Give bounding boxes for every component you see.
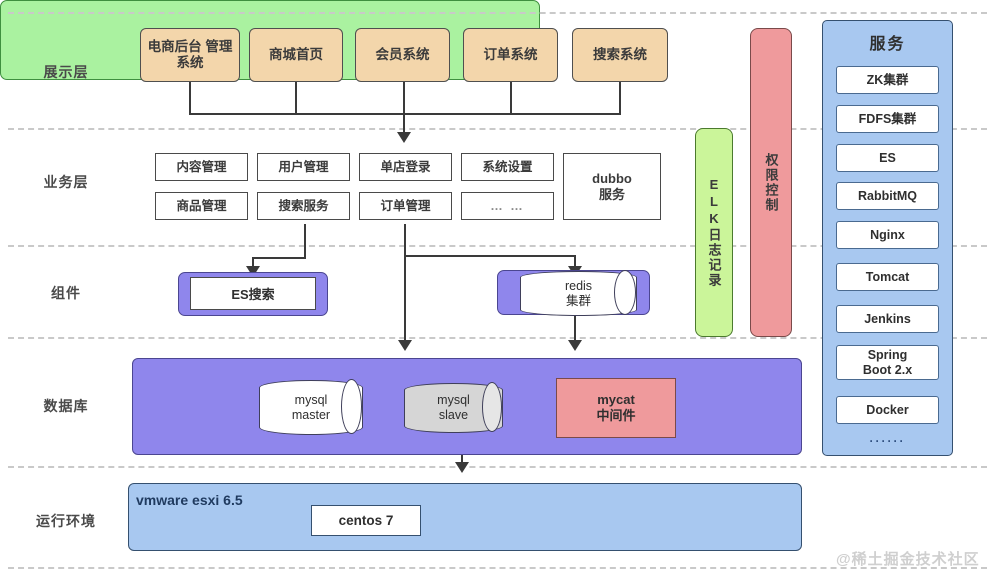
services-panel-title: 服务 xyxy=(869,36,906,53)
connector-line xyxy=(304,224,306,259)
cylinder-cap xyxy=(614,270,636,315)
business-cell-more[interactable]: … … xyxy=(461,192,554,220)
arrow-business-to-database xyxy=(398,340,412,351)
arrow-redis-to-database xyxy=(568,340,582,351)
presentation-box-mall-home[interactable]: 商城首页 xyxy=(249,28,343,82)
mysql-slave-cylinder[interactable]: mysql slave xyxy=(404,382,503,433)
connector-line xyxy=(295,82,297,114)
business-cell-single-store-login[interactable]: 单店登录 xyxy=(359,153,452,181)
presentation-box-ecommerce-admin[interactable]: 电商后台 管理系统 xyxy=(140,28,240,82)
layer-divider xyxy=(8,337,987,339)
arrow-database-to-runtime xyxy=(455,462,469,473)
business-cell-system-settings[interactable]: 系统设置 xyxy=(461,153,554,181)
runtime-host-label: vmware esxi 6.5 xyxy=(136,492,243,508)
mysql-master-cylinder[interactable]: mysql master xyxy=(259,379,363,435)
business-cell-dubbo-service[interactable]: dubbo 服务 xyxy=(563,153,661,220)
auth-control-bar[interactable]: 权限控制 xyxy=(750,28,792,337)
connector-line xyxy=(189,82,191,114)
layer-label-presentation: 展示层 xyxy=(43,64,89,80)
connector-bus xyxy=(189,113,621,115)
connector-line xyxy=(574,315,576,347)
arrow-presentation-to-business xyxy=(397,132,411,143)
business-cell-search-service[interactable]: 搜索服务 xyxy=(257,192,350,220)
layer-divider xyxy=(8,128,987,130)
service-item-zk-cluster[interactable]: ZK集群 xyxy=(836,66,939,94)
service-item-nginx[interactable]: Nginx xyxy=(836,221,939,249)
service-item-fdfs-cluster[interactable]: FDFS集群 xyxy=(836,105,939,133)
runtime-layer-panel xyxy=(128,483,802,551)
connector-line xyxy=(574,255,576,270)
layer-label-business: 业务层 xyxy=(43,174,89,190)
service-item-docker[interactable]: Docker xyxy=(836,396,939,424)
cylinder-cap xyxy=(482,382,502,432)
presentation-box-order-system[interactable]: 订单系统 xyxy=(463,28,558,82)
presentation-box-member-system[interactable]: 会员系统 xyxy=(355,28,450,82)
watermark: @稀土掘金技术社区 xyxy=(836,551,980,568)
business-cell-user-mgmt[interactable]: 用户管理 xyxy=(257,153,350,181)
connector-line xyxy=(252,257,254,270)
layer-label-database: 数据库 xyxy=(43,398,89,414)
elk-logging-label: ELK日志记录 xyxy=(706,177,722,288)
connector-line xyxy=(510,82,512,114)
redis-cluster-cylinder[interactable]: redis 集群 xyxy=(520,270,637,316)
presentation-box-search-system[interactable]: 搜索系统 xyxy=(572,28,668,82)
mycat-middleware-box[interactable]: mycat 中间件 xyxy=(556,378,676,438)
layer-divider xyxy=(8,466,987,468)
service-item-more: ······ xyxy=(869,434,906,448)
connector-line xyxy=(252,257,306,259)
cylinder-cap xyxy=(341,379,362,434)
layer-divider xyxy=(8,245,987,247)
layer-divider xyxy=(8,567,987,569)
layer-divider xyxy=(8,12,987,14)
centos-box[interactable]: centos 7 xyxy=(311,505,421,536)
layer-label-runtime: 运行环境 xyxy=(36,513,96,529)
service-item-rabbitmq[interactable]: RabbitMQ xyxy=(836,182,939,210)
auth-control-label: 权限控制 xyxy=(763,152,779,213)
elk-logging-bar[interactable]: ELK日志记录 xyxy=(695,128,733,337)
business-cell-content-mgmt[interactable]: 内容管理 xyxy=(155,153,248,181)
connector-line xyxy=(403,82,405,114)
service-item-tomcat[interactable]: Tomcat xyxy=(836,263,939,291)
connector-line xyxy=(404,224,406,347)
service-item-spring-boot[interactable]: Spring Boot 2.x xyxy=(836,345,939,380)
layer-label-component: 组件 xyxy=(51,285,81,301)
service-item-es[interactable]: ES xyxy=(836,144,939,172)
connector-line xyxy=(404,255,576,257)
arrow-business-to-es xyxy=(246,266,260,277)
business-cell-order-mgmt[interactable]: 订单管理 xyxy=(359,192,452,220)
connector-line xyxy=(403,113,405,135)
es-search-box[interactable]: ES搜索 xyxy=(190,277,316,310)
service-item-jenkins[interactable]: Jenkins xyxy=(836,305,939,333)
business-cell-product-mgmt[interactable]: 商品管理 xyxy=(155,192,248,220)
connector-line xyxy=(619,82,621,114)
